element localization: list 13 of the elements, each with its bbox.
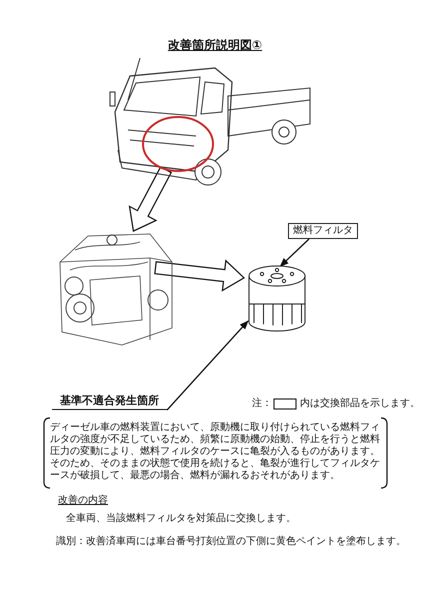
block-arrow — [154, 259, 245, 292]
remedy-text: 全車両、当該燃料フィルタを対策品に交換します。 — [66, 513, 297, 525]
note-label: 注： — [252, 398, 273, 410]
block-arrow — [128, 166, 172, 232]
title: 改善箇所説明図① — [166, 38, 264, 53]
leader-arrow — [280, 238, 310, 267]
section-heading: 改善の内容 — [58, 495, 109, 507]
identification-text: 識別：改善済車両には車台番号打刻位置の下側に黄色ペイントを塗布します。 — [56, 536, 407, 548]
description-paragraph: ディーゼル車の燃料装置において、原動機に取り付けられている燃料フィルタの強度が不足しているため、頻繁に原動機の始動、停止を行うと燃料圧力の変動により、燃料フィルタのケースに亀裂が入るものがあります。そのため、そのままの状態で使用を続けると、亀裂が進行してフィルタケースが破損して、最悪の場合、燃料が漏れるおそれがあります。 — [50, 422, 380, 482]
callout-label: 基準不適合発生箇所 — [52, 393, 167, 410]
part-label: 燃料フィルタ — [288, 223, 358, 239]
note-text: 内は交換部品を示します。 — [300, 398, 421, 410]
leader-arrow — [166, 320, 249, 410]
